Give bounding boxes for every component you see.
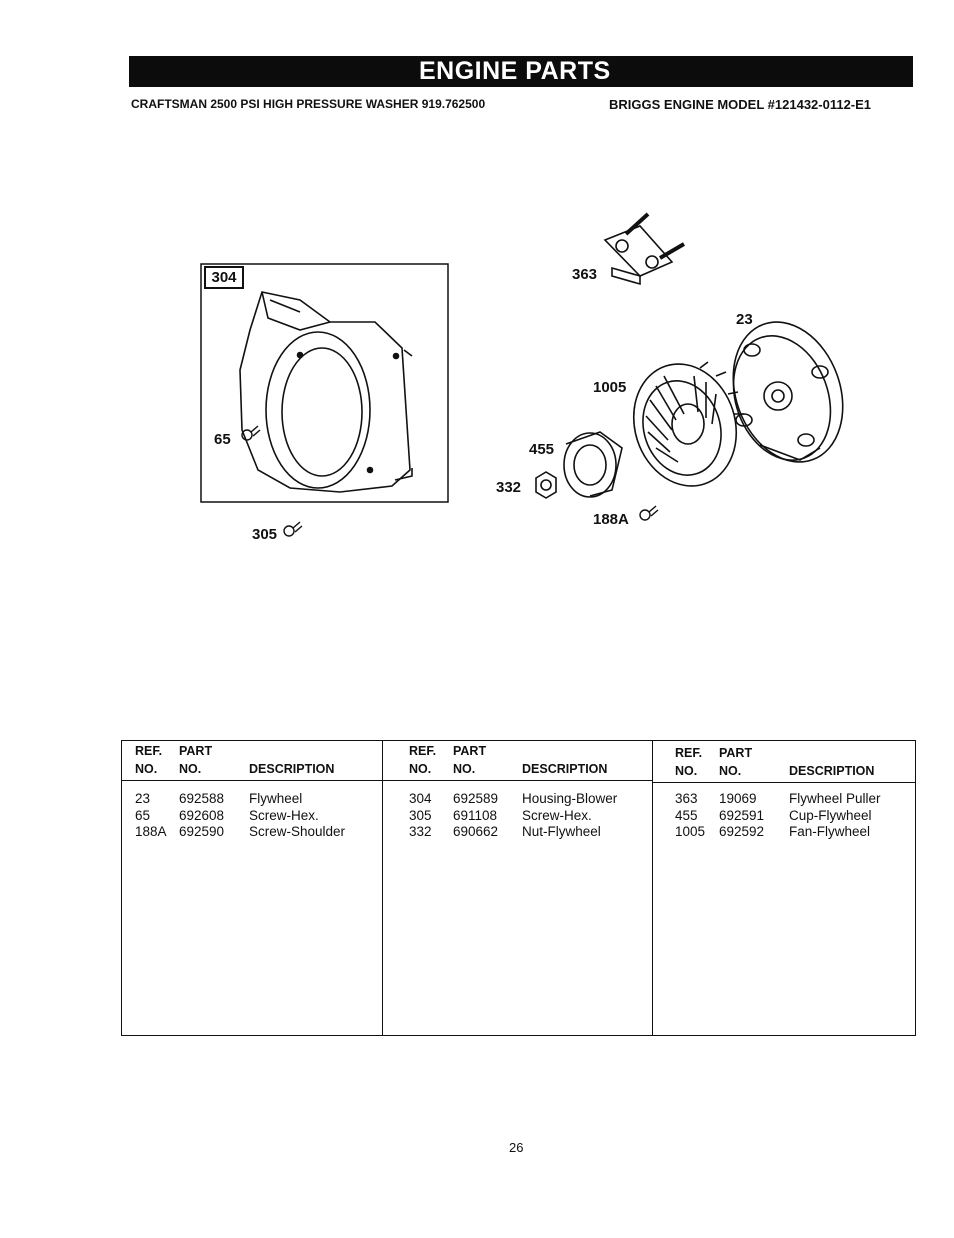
parts-diagram <box>200 212 844 537</box>
description-header: DESCRIPTION <box>522 762 608 776</box>
part-header-no: NO. <box>179 762 202 776</box>
description-cell: Flywheel Puller <box>789 791 881 806</box>
ref-header: REF. <box>675 746 703 760</box>
description-cell: Housing-Blower <box>522 791 618 806</box>
column-header: REF. NO. PART NO. DESCRIPTION <box>653 743 916 783</box>
table-row: 23 692588 Flywheel <box>122 791 382 808</box>
description-cell: Screw-Hex. <box>249 807 319 823</box>
page-title: ENGINE PARTS <box>419 57 611 85</box>
description-header: DESCRIPTION <box>789 764 875 778</box>
callout-1005: 1005 <box>593 379 627 396</box>
table-row: 455 692591 Cup-Flywheel <box>653 808 916 825</box>
part-number-cell: 691108 <box>453 807 498 823</box>
housing-box <box>200 263 449 503</box>
column-header: REF. NO. PART NO. DESCRIPTION <box>122 741 382 781</box>
fan-illustration <box>632 361 744 487</box>
description-cell: Nut-Flywheel <box>522 824 601 839</box>
ref-cell: 1005 <box>675 824 706 839</box>
ref-cell: 363 <box>675 791 698 806</box>
part-header: PART <box>453 744 487 758</box>
description-cell: Flywheel <box>249 791 303 806</box>
description-cell: Screw-Hex. <box>522 807 592 823</box>
table-row: 304 692589 Housing-Blower <box>383 791 652 808</box>
flywheel-nut-illustration <box>535 471 557 499</box>
callout-332: 332 <box>496 479 522 496</box>
screw-188a-icon <box>639 505 659 521</box>
ref-cell: 305 <box>409 807 432 823</box>
screw-305-icon <box>283 521 303 537</box>
part-header: PART <box>719 746 753 760</box>
parts-column-2: REF. NO. PART NO. DESCRIPTION 304 692589… <box>382 741 652 1035</box>
part-number-cell: 692588 <box>179 791 225 806</box>
callout-65: 65 <box>214 431 231 448</box>
table-row: 188A 692590 Screw-Shoulder <box>122 824 382 841</box>
part-header-no: NO. <box>453 762 476 776</box>
table-row: 65 692608 Screw-Hex. <box>122 808 382 825</box>
parts-column-3: REF. NO. PART NO. DESCRIPTION 363 19069 … <box>652 741 916 1035</box>
callout-455: 455 <box>529 441 555 458</box>
ref-header: REF. <box>135 744 163 758</box>
screw-65-icon <box>241 425 261 441</box>
description-cell: Screw-Shoulder <box>249 824 346 839</box>
column-header: REF. NO. PART NO. DESCRIPTION <box>383 741 652 781</box>
product-subtitle: CRAFTSMAN 2500 PSI HIGH PRESSURE WASHER … <box>131 97 486 111</box>
callout-305: 305 <box>252 526 278 543</box>
title-banner: ENGINE PARTS <box>129 56 913 87</box>
ref-cell: 332 <box>409 824 432 839</box>
callout-363: 363 <box>572 266 598 283</box>
ref-cell: 304 <box>409 791 432 806</box>
ref-header-no: NO. <box>409 762 432 776</box>
engine-model-subtitle: BRIGGS ENGINE MODEL #121432-0112-E1 <box>609 97 872 112</box>
ref-cell: 65 <box>135 807 151 823</box>
parts-column-1: REF. NO. PART NO. DESCRIPTION 23 692588 … <box>122 741 382 1035</box>
callout-188a: 188A <box>593 511 629 528</box>
part-number-cell: 692592 <box>719 824 765 839</box>
part-header: PART <box>179 744 213 758</box>
part-header-no: NO. <box>719 764 742 778</box>
ref-header-no: NO. <box>135 762 158 776</box>
part-number-cell: 692591 <box>719 807 765 823</box>
description-header: DESCRIPTION <box>249 762 335 776</box>
housing-box-tag: 304 <box>204 266 244 289</box>
description-cell: Cup-Flywheel <box>789 807 872 823</box>
table-row: 305 691108 Screw-Hex. <box>383 808 652 825</box>
part-number-cell: 692589 <box>453 791 499 806</box>
ref-header: REF. <box>409 744 437 758</box>
description-cell: Fan-Flywheel <box>789 824 871 839</box>
page-number: 26 <box>509 1140 524 1155</box>
table-row: 332 690662 Nut-Flywheel <box>383 824 652 841</box>
ref-cell: 455 <box>675 807 698 823</box>
callout-23: 23 <box>736 311 753 328</box>
flywheel-cup-illustration <box>563 431 623 498</box>
part-number-cell: 692590 <box>179 824 225 839</box>
table-row: 363 19069 Flywheel Puller <box>653 791 916 808</box>
part-number-cell: 690662 <box>453 824 499 839</box>
ref-header-no: NO. <box>675 764 698 778</box>
ref-cell: 23 <box>135 791 151 806</box>
part-number-cell: 692608 <box>179 807 225 823</box>
blower-housing-illustration <box>239 291 413 493</box>
parts-table: REF. NO. PART NO. DESCRIPTION 23 692588 … <box>121 740 916 1036</box>
flywheel-puller-illustration <box>603 212 686 286</box>
ref-cell: 188A <box>135 824 167 839</box>
table-row: 1005 692592 Fan-Flywheel <box>653 824 916 841</box>
part-number-cell: 19069 <box>719 791 757 806</box>
